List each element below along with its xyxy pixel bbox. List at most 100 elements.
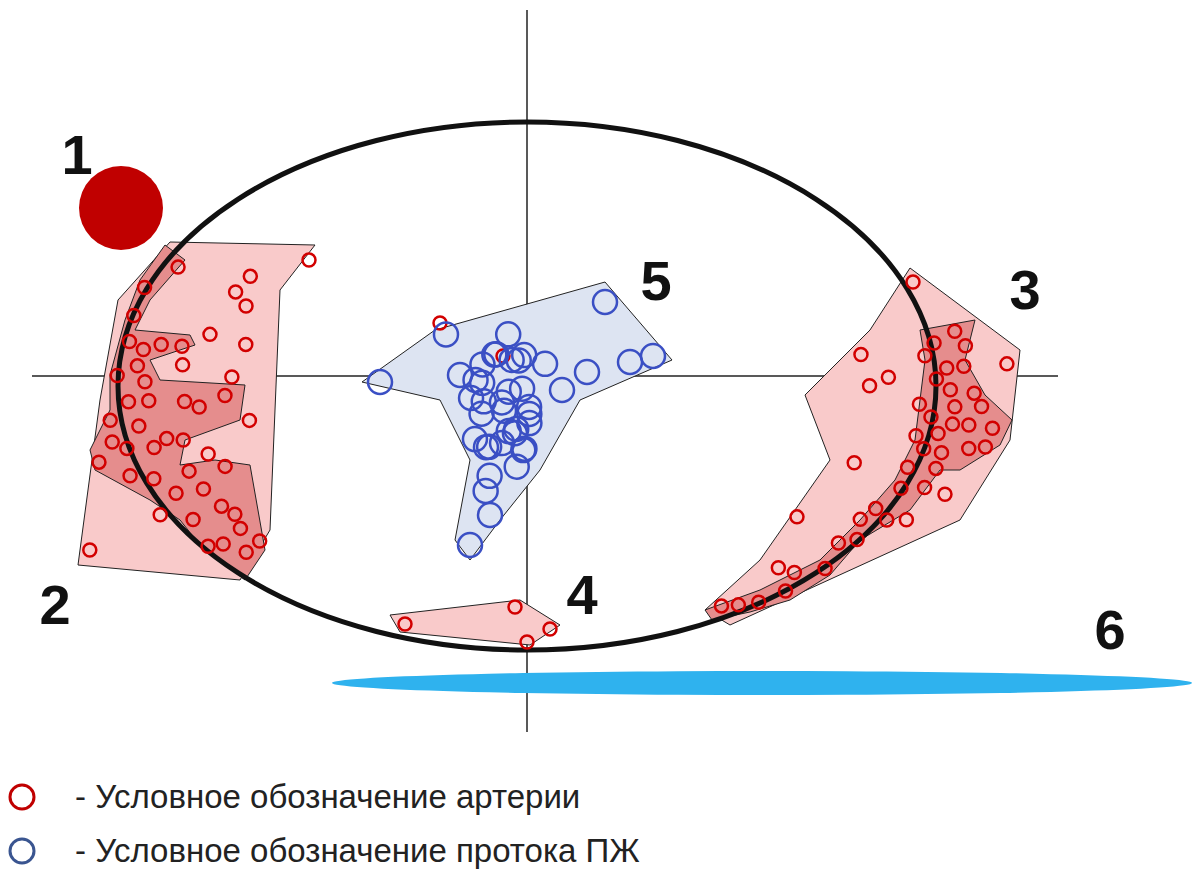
artery-dot (83, 543, 96, 556)
artery-dot (106, 435, 119, 448)
artery-dense-zone (90, 245, 265, 580)
artery-dot (882, 371, 895, 384)
artery-dot (124, 469, 137, 482)
artery-dot (521, 636, 534, 649)
artery-dot (788, 566, 801, 579)
legend-text: - Условное обозначение артерии (75, 779, 580, 815)
artery-dot (772, 561, 785, 574)
artery-dot (900, 513, 913, 526)
artery-dot (175, 340, 188, 353)
artery-zone (78, 242, 315, 580)
artery-dot (229, 285, 242, 298)
artery-dot (303, 254, 316, 267)
artery-dot (122, 395, 135, 408)
vessel-dots (83, 254, 1013, 649)
artery-dense-zone (705, 320, 1012, 620)
duct-dot (368, 370, 392, 394)
artery-dot (219, 460, 232, 473)
artery-dot (138, 281, 151, 294)
artery-dot (243, 414, 256, 427)
callout-number: 3 (1009, 262, 1040, 318)
artery-dot (935, 446, 948, 459)
artery-dot (193, 401, 206, 414)
legend-row: - Условное обозначение артерии (0, 775, 1200, 819)
artery-dot (170, 487, 183, 500)
artery-dot (910, 429, 923, 442)
artery-dot (832, 537, 845, 550)
artery-dot (918, 481, 931, 494)
artery-dot (172, 261, 185, 274)
artery-dot (938, 488, 951, 501)
artery-dot (202, 540, 215, 553)
artery-dot (228, 508, 241, 521)
artery-dot (120, 442, 133, 455)
duct-dot (434, 322, 458, 346)
artery-dot (715, 599, 728, 612)
artery-dot (160, 432, 173, 445)
duct-dot (641, 344, 665, 368)
artery-dot (177, 433, 190, 446)
artery-dot (123, 335, 136, 348)
artery-dot (779, 584, 792, 597)
duct-dot (458, 533, 482, 557)
artery-dot (104, 414, 117, 427)
artery-dot (154, 508, 167, 521)
duct-dot (448, 363, 472, 387)
artery-dot (239, 338, 252, 351)
artery-dot (399, 618, 412, 631)
artery-dot (930, 372, 943, 385)
artery-dot (968, 387, 981, 400)
artery-dot (215, 500, 228, 513)
artery-dot (217, 537, 230, 550)
artery-dot (142, 394, 155, 407)
artery-dot (137, 343, 150, 356)
artery-dot (907, 276, 920, 289)
artery-dot (132, 420, 145, 433)
artery-dot (732, 598, 745, 611)
artery-dot (948, 325, 961, 338)
callout-number: 5 (640, 253, 671, 309)
duct-dot (550, 378, 574, 402)
duct-dot (511, 438, 535, 462)
duct-dot (459, 386, 483, 410)
artery-dot (244, 270, 257, 283)
duct-dot (492, 399, 516, 423)
artery-dot (940, 361, 953, 374)
artery-dot (975, 400, 988, 413)
duct-dot (474, 479, 498, 503)
artery-dot (863, 379, 876, 392)
duct-dot (593, 290, 617, 314)
duct-dot (505, 455, 529, 479)
artery-dot (944, 383, 957, 396)
artery-dot (183, 465, 196, 478)
callout-number: 1 (61, 127, 92, 183)
artery-dot (959, 339, 972, 352)
artery-dot (929, 462, 942, 475)
callout-number: 2 (39, 577, 70, 633)
duct-zone (362, 282, 672, 560)
legend-row: - Условное обозначение протока ПЖ (0, 829, 1200, 873)
pancreas-outline (118, 122, 936, 650)
artery-dot (111, 369, 124, 382)
artery-zone (705, 268, 1020, 625)
artery-dot (986, 422, 999, 435)
artery-dot (790, 510, 803, 523)
artery-dot (544, 623, 557, 636)
artery-dot (913, 398, 926, 411)
callout-number: 4 (566, 567, 597, 623)
artery-dot (253, 534, 266, 547)
artery-dot (918, 349, 931, 362)
duct-dot (517, 411, 541, 435)
artery-dot (92, 456, 105, 469)
artery-dot (202, 448, 215, 461)
artery-dot (962, 419, 975, 432)
duct-dot (477, 435, 501, 459)
artery-dot (147, 472, 160, 485)
legend-ring (10, 785, 34, 809)
artery-dot (854, 348, 867, 361)
duct-dot (478, 464, 502, 488)
artery-dot (851, 533, 864, 546)
artery-dot (880, 513, 893, 526)
